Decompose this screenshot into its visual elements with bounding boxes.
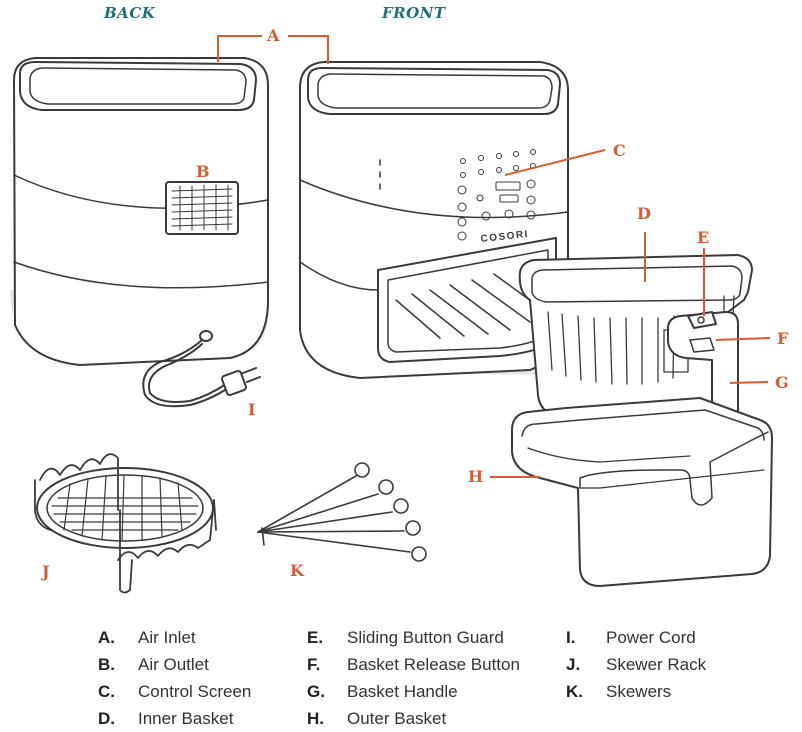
diagram-stage: COSORI BACK FRONT A B C D E F G H I J K bbox=[10, 4, 789, 594]
power-cord bbox=[142, 330, 261, 408]
callout-e: E bbox=[697, 228, 710, 247]
callout-c: C bbox=[613, 141, 626, 160]
back-unit-lid bbox=[19, 61, 257, 111]
legend-key: I. bbox=[566, 628, 576, 647]
view-title-front: FRONT bbox=[382, 4, 446, 22]
diagram-illustration: COSORI bbox=[10, 35, 773, 594]
front-unit-lid bbox=[307, 67, 561, 115]
leader-a-right bbox=[288, 35, 329, 64]
legend-label: Inner Basket bbox=[138, 709, 234, 728]
legend-label: Air Inlet bbox=[138, 628, 196, 647]
sliding-button-guard bbox=[687, 311, 717, 329]
legend-key: K. bbox=[566, 682, 583, 701]
legend-label: Sliding Button Guard bbox=[347, 628, 504, 647]
basket-release-button bbox=[689, 337, 715, 353]
legend-label: Basket Handle bbox=[347, 682, 458, 701]
callout-f: F bbox=[777, 329, 789, 348]
legend-key: J. bbox=[566, 655, 581, 674]
legend-label: Skewers bbox=[606, 682, 672, 701]
legend-key: C. bbox=[98, 682, 115, 701]
callout-j: J bbox=[42, 562, 50, 581]
legend-key: H. bbox=[307, 709, 324, 728]
callout-h: H bbox=[468, 467, 484, 486]
callout-d: D bbox=[637, 204, 651, 223]
legend-label: Outer Basket bbox=[347, 709, 447, 728]
air-outlet-vent bbox=[165, 181, 239, 235]
outer-basket bbox=[511, 397, 773, 587]
control-screen bbox=[457, 149, 536, 241]
legend-label: Basket Release Button bbox=[347, 655, 520, 674]
legend-item: C. Control Screen bbox=[98, 682, 251, 702]
leader-c bbox=[504, 149, 606, 176]
parts-legend: A. Air Inlet B. Air Outlet C. Control Scree… bbox=[0, 622, 802, 732]
back-unit-seam-lower bbox=[13, 261, 269, 289]
legend-key: G. bbox=[307, 682, 325, 701]
legend-item: B. Air Outlet bbox=[98, 655, 209, 675]
brand-logo: COSORI bbox=[480, 229, 529, 245]
skewer-rack bbox=[34, 453, 217, 594]
callout-leaders bbox=[217, 35, 771, 478]
legend-key: D. bbox=[98, 709, 115, 728]
legend-item: D. Inner Basket bbox=[98, 709, 233, 729]
legend-label: Control Screen bbox=[138, 682, 252, 701]
legend-label: Power Cord bbox=[606, 628, 696, 647]
front-unit-seam-lower bbox=[299, 261, 379, 291]
legend-key: B. bbox=[98, 655, 115, 674]
legend-label: Skewer Rack bbox=[606, 655, 707, 674]
callout-i: I bbox=[248, 400, 256, 419]
leader-f bbox=[715, 337, 771, 341]
release-button-screw bbox=[697, 316, 705, 324]
leader-a-left bbox=[217, 35, 262, 62]
legend-item: E. Sliding Button Guard bbox=[307, 628, 504, 648]
legend-label: Air Outlet bbox=[138, 655, 209, 674]
skewers bbox=[257, 462, 427, 562]
legend-key: A. bbox=[98, 628, 115, 647]
legend-item: F. Basket Release Button bbox=[307, 655, 520, 675]
legend-item: I. Power Cord bbox=[566, 628, 696, 648]
legend-key: E. bbox=[307, 628, 324, 647]
legend-item: H. Outer Basket bbox=[307, 709, 446, 729]
back-unit bbox=[10, 57, 270, 408]
callout-g: G bbox=[775, 373, 789, 392]
front-unit-lid-inner bbox=[317, 73, 553, 109]
leader-g bbox=[729, 381, 769, 384]
callout-a: A bbox=[267, 26, 280, 45]
front-unit bbox=[299, 61, 569, 379]
legend-key: F. bbox=[307, 655, 321, 674]
callout-b: B bbox=[196, 162, 210, 181]
front-unit-seam bbox=[299, 179, 569, 219]
legend-item: J. Skewer Rack bbox=[566, 655, 706, 675]
view-title-back: BACK bbox=[104, 4, 156, 22]
legend-item: A. Air Inlet bbox=[98, 628, 196, 648]
callout-k: K bbox=[290, 561, 304, 580]
legend-item: K. Skewers bbox=[566, 682, 671, 702]
back-unit-lid-inner bbox=[29, 67, 247, 105]
legend-item: G. Basket Handle bbox=[307, 682, 458, 702]
back-unit-body bbox=[13, 57, 269, 366]
